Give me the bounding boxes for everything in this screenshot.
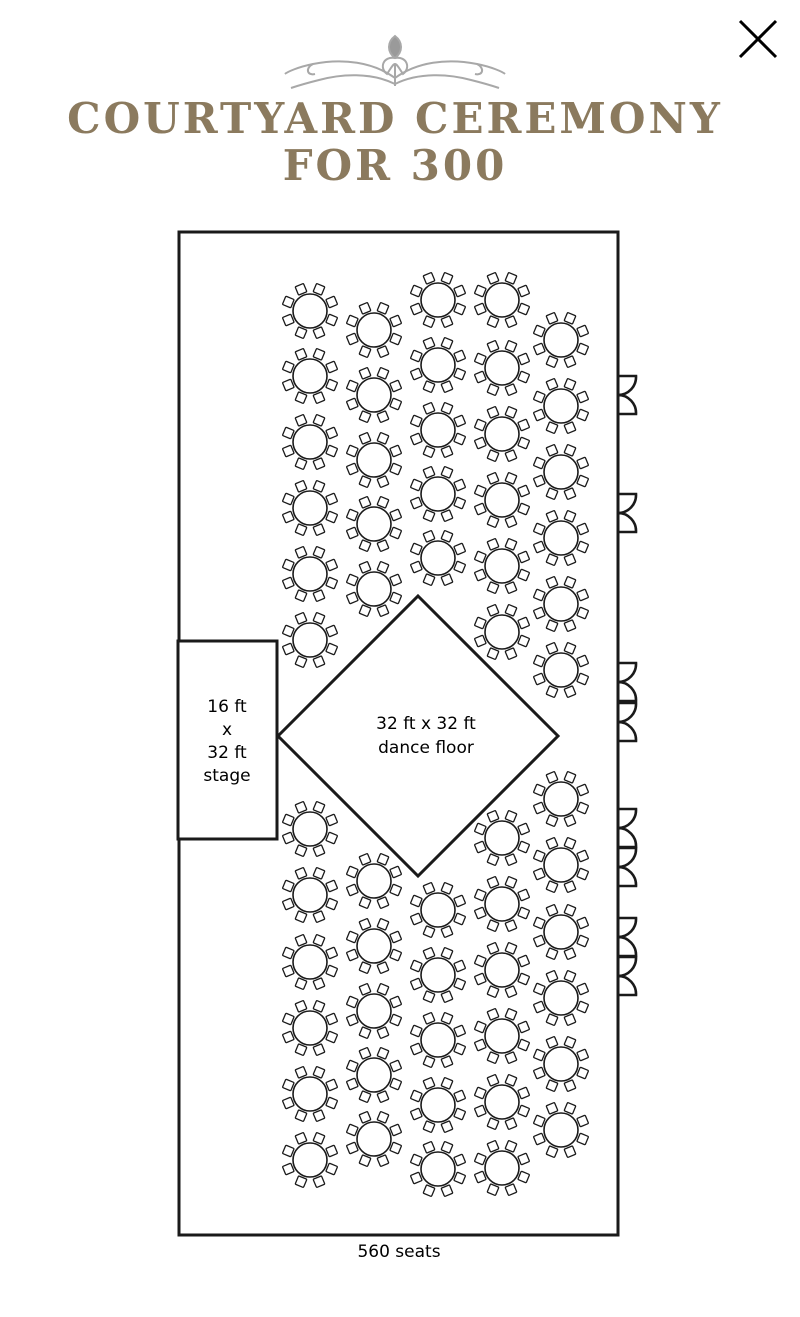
- round-table-icon: [532, 311, 590, 369]
- round-table-icon: [281, 413, 339, 471]
- round-table-icon: [409, 401, 467, 459]
- round-table-icon: [409, 1140, 467, 1198]
- round-table-icon: [473, 271, 531, 329]
- round-table-icon: [345, 852, 403, 910]
- round-table-icon: [281, 800, 339, 858]
- round-table-icon: [473, 1073, 531, 1131]
- dance-floor-label-line-2: dance floor: [378, 738, 474, 758]
- round-table-icon: [409, 465, 467, 523]
- round-table-icon: [345, 431, 403, 489]
- round-table-icon: [409, 529, 467, 587]
- page-title-line-2: FOR 300: [282, 141, 508, 190]
- round-table-icon: [532, 1035, 590, 1093]
- round-table-icon: [345, 301, 403, 359]
- round-table-icon: [409, 336, 467, 394]
- round-table-icon: [532, 770, 590, 828]
- round-table-icon: [532, 575, 590, 633]
- round-table-icon: [473, 1007, 531, 1065]
- close-button[interactable]: [734, 15, 782, 63]
- round-table-icon: [532, 836, 590, 894]
- round-table-icon: [473, 537, 531, 595]
- round-table-icon: [281, 1131, 339, 1189]
- round-table-icon: [473, 405, 531, 463]
- round-table-icon: [532, 969, 590, 1027]
- door-swing-icon: [616, 374, 638, 416]
- round-table-icon: [532, 903, 590, 961]
- page-title-line-1: COURTYARD CEREMONY: [67, 94, 723, 143]
- round-table-icon: [409, 946, 467, 1004]
- round-table-icon: [345, 366, 403, 424]
- round-table-icon: [473, 1139, 531, 1197]
- door-swing-icon: [616, 846, 638, 888]
- round-table-icon: [345, 560, 403, 618]
- round-table-icon: [473, 471, 531, 529]
- round-table-icon: [281, 479, 339, 537]
- stage-label-line-2: x: [222, 720, 232, 740]
- round-table-icon: [473, 339, 531, 397]
- round-table-icon: [281, 545, 339, 603]
- round-table-icon: [281, 347, 339, 405]
- round-table-icon: [532, 641, 590, 699]
- round-table-icon: [345, 1046, 403, 1104]
- round-table-icon: [409, 271, 467, 329]
- stage-label-line-1: 16 ft: [207, 697, 247, 717]
- door-swing-icon: [616, 916, 638, 958]
- round-table-icon: [532, 509, 590, 567]
- round-table-icon: [532, 443, 590, 501]
- door-swing-icon: [616, 955, 638, 997]
- round-table-icon: [281, 282, 339, 340]
- seat-count-label: 560 seats: [357, 1242, 440, 1262]
- round-table-icon: [281, 999, 339, 1057]
- door-swing-icon: [616, 492, 638, 534]
- stage: [176, 639, 279, 841]
- round-table-icon: [409, 881, 467, 939]
- door-swing-icon: [616, 807, 638, 849]
- round-table-icon: [473, 941, 531, 999]
- round-table-icon: [532, 377, 590, 435]
- round-table-icon: [281, 933, 339, 991]
- fleur-de-lis-flourish-icon: [284, 34, 506, 89]
- round-table-icon: [345, 982, 403, 1040]
- close-icon: [738, 19, 778, 59]
- round-table-icon: [473, 809, 531, 867]
- door-swing-icon: [616, 661, 638, 703]
- stage-label-line-4: stage: [203, 766, 250, 786]
- round-table-icon: [345, 495, 403, 553]
- round-table-icon: [409, 1011, 467, 1069]
- round-table-icon: [345, 1110, 403, 1168]
- stage-label-line-3: 32 ft: [207, 743, 247, 763]
- round-table-icon: [532, 1101, 590, 1159]
- dance-floor: [275, 593, 561, 879]
- round-table-icon: [281, 1065, 339, 1123]
- dance-floor-label-line-1: 32 ft x 32 ft: [376, 714, 476, 734]
- round-table-icon: [409, 1076, 467, 1134]
- round-table-icon: [473, 875, 531, 933]
- round-table-icon: [281, 866, 339, 924]
- round-table-icon: [281, 611, 339, 669]
- door-swing-icon: [616, 701, 638, 743]
- round-table-icon: [473, 603, 531, 661]
- round-table-icon: [345, 917, 403, 975]
